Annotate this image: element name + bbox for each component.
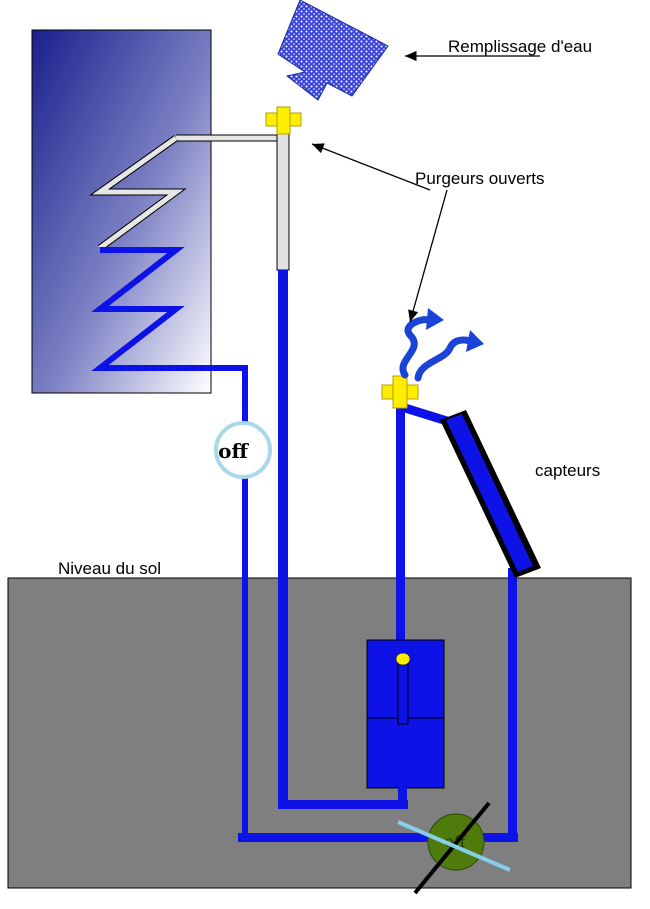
- valve-handle-dark: [413, 801, 491, 895]
- escaping-arrow-head-2: [466, 330, 484, 352]
- label-bleeders-open: Purgeurs ouverts: [415, 169, 544, 188]
- storage-tank: [31, 29, 212, 394]
- upper-bleeder-valve: [265, 106, 302, 135]
- collector-feed-pipe: [396, 400, 405, 645]
- collector-return-pipe: [508, 568, 517, 842]
- return-pipe-horizontal: [278, 800, 408, 809]
- label-collectors: capteurs: [535, 461, 600, 480]
- escaping-arrow-head-1: [426, 308, 444, 330]
- main-pipe-horizontal: [238, 833, 518, 842]
- pump-outlet-pipe: [398, 786, 407, 808]
- water-fill-arrow-icon: [277, 0, 389, 101]
- upper-valve[interactable]: off: [214, 421, 272, 479]
- fill-pipe-empty: [276, 129, 290, 271]
- valve-handle-light: [397, 820, 511, 872]
- coil-filled-part: [91, 247, 248, 838]
- escaping-air-arrows-icon: [399, 316, 478, 382]
- upper-valve-label: off: [218, 439, 249, 463]
- label-ground-level: Niveau du sol: [58, 559, 161, 578]
- label-water-fill: Remplissage d'eau: [448, 37, 592, 56]
- fill-pipe-filled: [278, 270, 288, 807]
- lower-bleeder-valve: [381, 375, 419, 409]
- pump-unit: [366, 639, 445, 789]
- coil-empty-part: [89, 134, 280, 251]
- annotation-arrows: [311, 50, 540, 323]
- lower-valve[interactable]: off: [397, 801, 511, 895]
- solar-collector: [440, 410, 541, 578]
